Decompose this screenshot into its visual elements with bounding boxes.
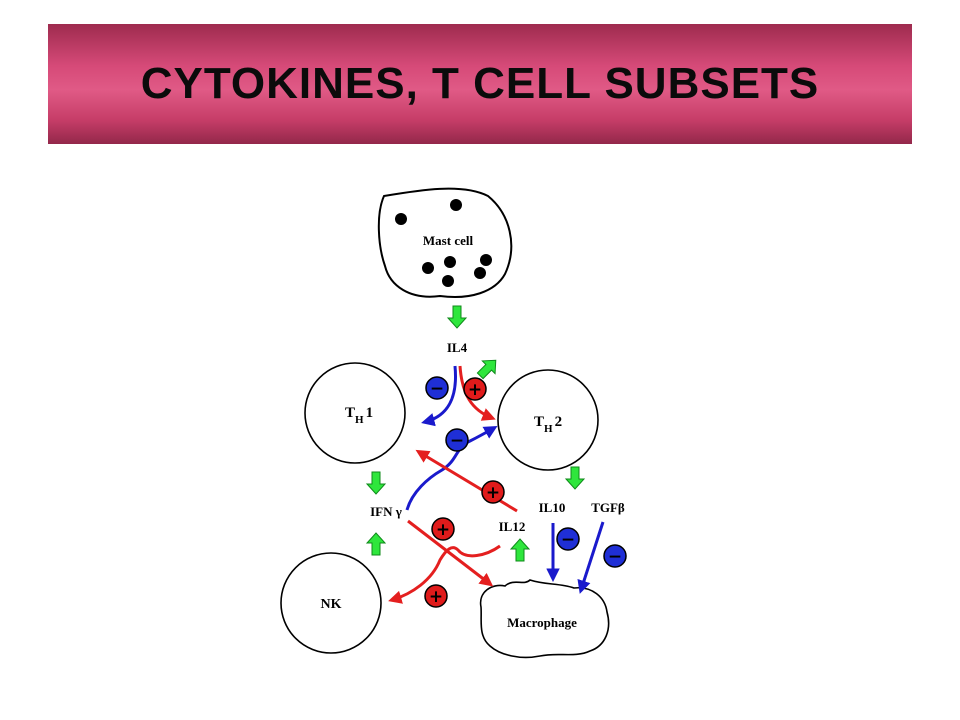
- svg-text:−: −: [608, 547, 622, 567]
- svg-text:−: −: [450, 431, 464, 451]
- svg-text:−: −: [430, 379, 444, 399]
- red-arrow-il12-nk: [388, 544, 501, 604]
- green-arrow-mast-il4: [447, 305, 467, 329]
- svg-text:+: +: [436, 520, 450, 540]
- th2-cell: [497, 369, 599, 471]
- red-arrow-il4-th2: [458, 365, 496, 421]
- mast-cell-granules: [395, 199, 492, 287]
- svg-text:−: −: [561, 530, 575, 550]
- ifn-gamma-label: IFN γ: [370, 504, 402, 519]
- svg-text:+: +: [429, 587, 443, 607]
- red-arrow-ifn-macrophage: [407, 519, 494, 587]
- minus-badge-il10-macrophage: −: [556, 527, 580, 551]
- minus-badge-il4-th1: −: [425, 376, 449, 400]
- slide-title: CYTOKINES, T CELL SUBSETS: [140, 59, 820, 108]
- plus-badge-il12-nk: +: [424, 584, 448, 608]
- macrophage-label: Macrophage: [507, 615, 577, 630]
- minus-badge-tgf-macrophage: −: [603, 544, 627, 568]
- svg-text:+: +: [468, 380, 482, 400]
- th1-cell: [304, 362, 406, 464]
- il10-label: IL10: [539, 500, 566, 515]
- plus-badge-ifn-macrophage: +: [431, 517, 455, 541]
- macrophage-cell: [479, 579, 610, 659]
- red-arrow-il12-th1: [415, 449, 518, 513]
- green-arrow-nk-ifn: [366, 532, 386, 556]
- tgf-beta-label: TGFβ: [591, 500, 625, 515]
- il4-label: IL4: [447, 340, 468, 355]
- blue-arrow-il4-th1: [421, 365, 458, 427]
- title-banner: CYTOKINES, T CELL SUBSETS: [48, 24, 912, 144]
- plus-badge-il4-th2: +: [463, 377, 487, 401]
- minus-badge-ifn-th2: −: [445, 428, 469, 452]
- green-arrow-th1-ifn: [366, 471, 386, 495]
- blue-arrow-tgf-macrophage: [577, 521, 605, 594]
- mast-cell-label: Mast cell: [423, 233, 474, 248]
- green-arrow-macrophage-il12: [510, 538, 530, 562]
- plus-badge-il12-th1: +: [481, 480, 505, 504]
- nk-label: NK: [321, 597, 342, 612]
- il12-label: IL12: [499, 519, 526, 534]
- blue-arrow-ifn-th2: [405, 425, 498, 511]
- nk-cell: [280, 552, 382, 654]
- svg-text:+: +: [486, 483, 500, 503]
- green-arrow-th2-il10: [565, 466, 585, 490]
